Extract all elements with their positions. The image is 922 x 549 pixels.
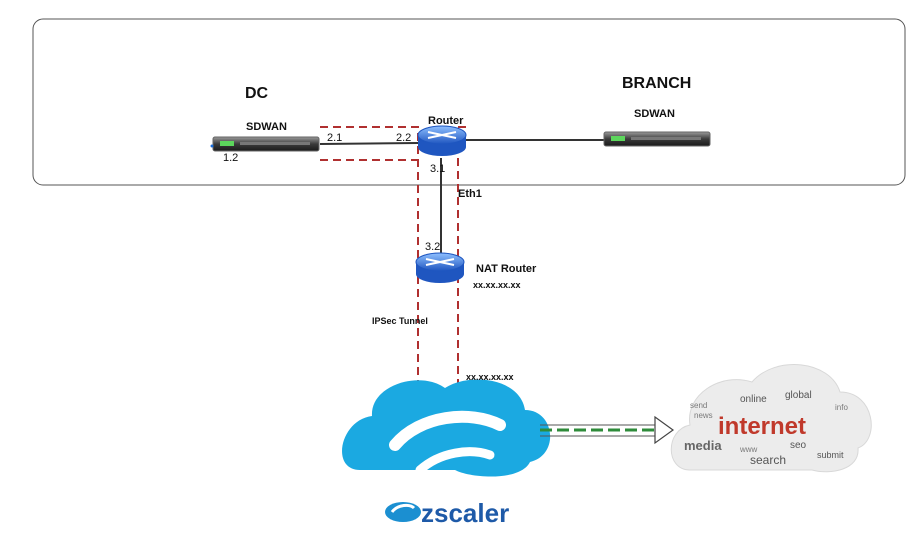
router-icon xyxy=(417,125,467,156)
cloud-word-4: info xyxy=(835,403,848,412)
interface-label-3-1: 3.1 xyxy=(430,163,445,175)
interface-label-2-2: 2.2 xyxy=(396,132,411,144)
branch-sdwan-appliance xyxy=(603,131,711,147)
internet-cloud-icon: send online global info news internet me… xyxy=(670,364,872,473)
link-dc-router xyxy=(319,142,419,145)
interface-label-2-1: 2.1 xyxy=(327,132,342,144)
tunnel-right-path xyxy=(457,126,466,384)
interface-label-3-2: 3.2 xyxy=(425,241,440,253)
site-container-box xyxy=(32,18,906,186)
cloud-word-6: media xyxy=(684,438,722,453)
nat-router-icon xyxy=(415,252,465,283)
traffic-arrow xyxy=(540,415,675,445)
zscaler-wordmark: zscaler xyxy=(421,498,509,528)
cloud-word-2: online xyxy=(740,394,767,405)
tunnel-upper-path xyxy=(320,126,419,384)
internet-label: internet xyxy=(718,413,806,440)
cloud-word-1: send xyxy=(690,401,707,410)
dc-sdwan-label: SDWAN xyxy=(246,121,287,133)
cloud-word-3: global xyxy=(785,390,812,401)
ipsec-tunnel-label: IPSec Tunnel xyxy=(372,316,428,326)
router-label: Router xyxy=(428,115,464,127)
zscaler-public-address: xx.xx.xx.xx xyxy=(466,372,514,382)
cloud-word-7: www xyxy=(739,445,758,454)
site-label-dc: DC xyxy=(245,85,269,102)
dc-sdwan-appliance xyxy=(210,136,320,152)
cloud-word-8: seo xyxy=(790,440,807,451)
nat-public-address: xx.xx.xx.xx xyxy=(473,280,521,290)
interface-label-1-2: 1.2 xyxy=(223,152,238,164)
zscaler-cloud-icon xyxy=(342,379,551,477)
cloud-word-10: submit xyxy=(817,450,844,460)
site-label-branch: BRANCH xyxy=(622,75,691,92)
ipsec-tunnel xyxy=(320,126,466,384)
interface-label-eth1: Eth1 xyxy=(458,188,482,200)
cloud-word-5: news xyxy=(694,411,713,420)
branch-sdwan-label: SDWAN xyxy=(634,108,675,120)
cloud-word-9: search xyxy=(750,453,786,467)
zscaler-logo: zscaler xyxy=(385,498,509,528)
nat-router-label: NAT Router xyxy=(476,263,537,275)
